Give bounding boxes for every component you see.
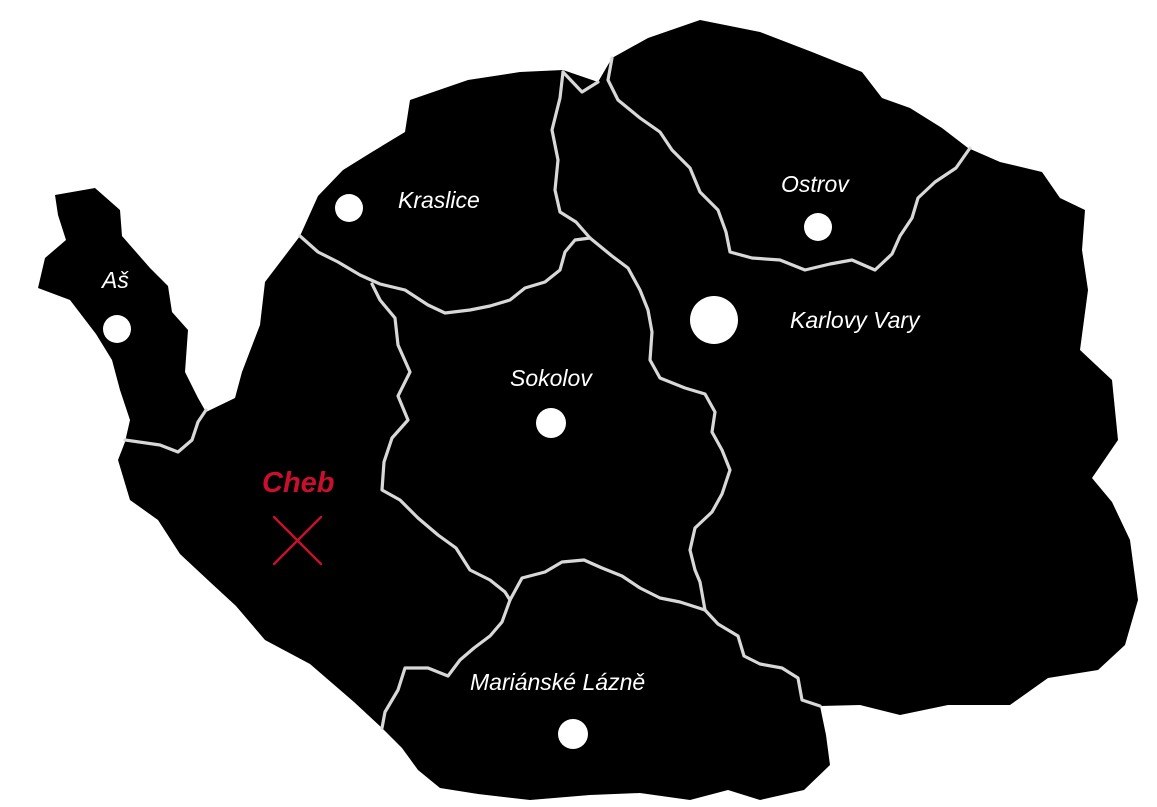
city-ostrov[interactable]: Ostrov — [781, 171, 850, 241]
border-ostrov — [606, 56, 972, 272]
border-cheb-marianske — [380, 598, 512, 730]
border-sokolov-karlovy — [588, 236, 732, 612]
city-marianske-lazne[interactable]: Mariánské Lázně — [470, 669, 645, 749]
border-sokolov-marianske — [508, 558, 707, 612]
border-kraslice-karlovy — [550, 70, 592, 240]
territory-outline — [38, 20, 1138, 800]
city-label-kraslice: Kraslice — [398, 187, 480, 213]
city-dot-kraslice — [335, 194, 363, 222]
city-karlovy-vary[interactable]: Karlovy Vary — [690, 296, 921, 344]
border-as-cheb — [123, 408, 208, 454]
city-cheb[interactable]: Cheb — [262, 467, 335, 566]
district-borders — [123, 56, 972, 730]
city-dot-karlovy-vary — [690, 296, 738, 344]
cross-icon — [272, 515, 323, 566]
city-label-karlovy-vary: Karlovy Vary — [790, 307, 921, 333]
city-label-ostrov: Ostrov — [781, 171, 850, 197]
border-ostrov-west — [561, 70, 600, 94]
city-dot-as — [103, 315, 131, 343]
city-label-marianske-lazne: Mariánské Lázně — [470, 669, 645, 695]
city-label-sokolov: Sokolov — [510, 365, 593, 391]
city-dot-sokolov — [536, 408, 566, 438]
city-dot-marianske-lazne — [558, 719, 588, 749]
city-kraslice[interactable]: Kraslice — [335, 187, 480, 222]
city-sokolov[interactable]: Sokolov — [510, 365, 593, 438]
city-dot-ostrov — [804, 213, 832, 241]
border-cheb-sokolov — [370, 282, 512, 602]
border-kraslice-south — [298, 234, 592, 315]
city-as[interactable]: Aš — [100, 267, 131, 343]
border-marianske-karlovy — [703, 608, 822, 708]
city-label-as: Aš — [100, 267, 129, 293]
city-label-cheb: Cheb — [262, 467, 335, 499]
